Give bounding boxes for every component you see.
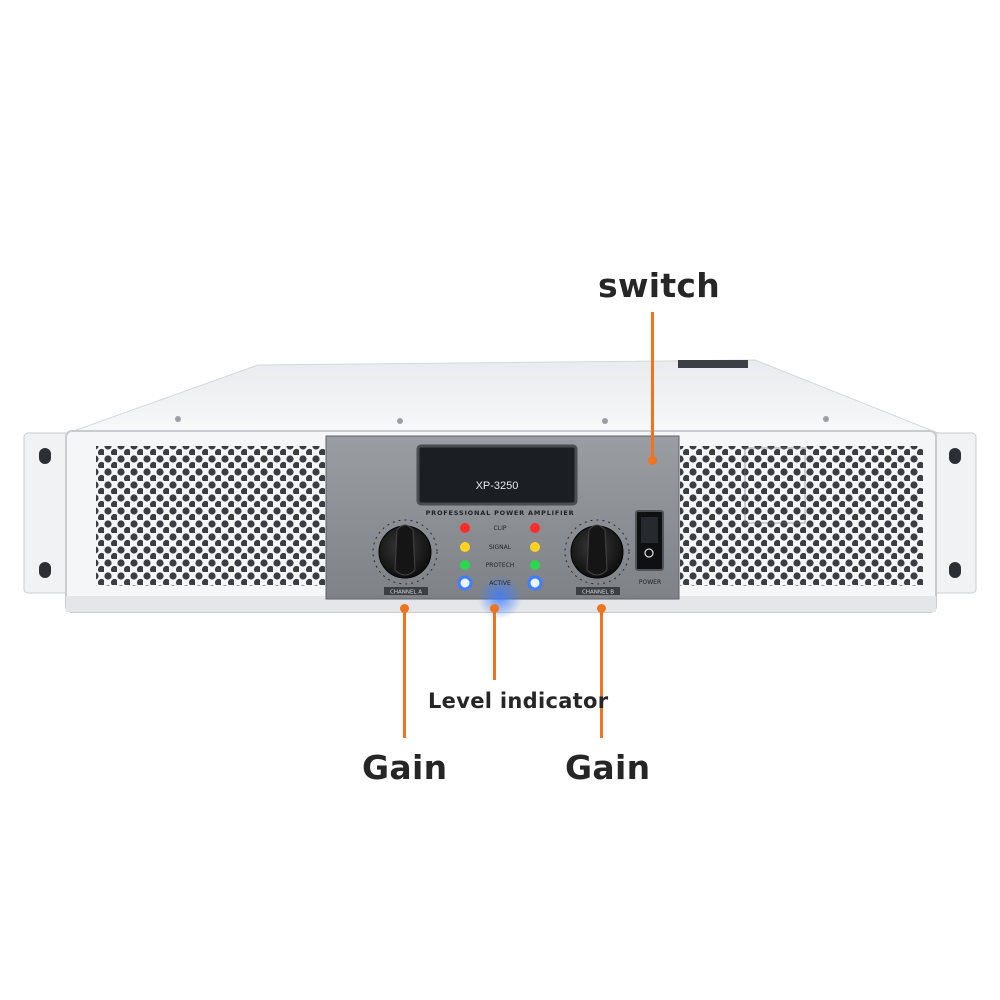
- switch-callout-label: switch: [598, 266, 721, 305]
- indicator-label-clip: CLIP: [494, 525, 507, 532]
- gain-left-leader-line: [403, 608, 406, 738]
- panel-title: PROFESSIONAL POWER AMPLIFIER: [426, 509, 575, 517]
- gain-right-callout-label: Gain: [565, 748, 651, 787]
- switch-leader-line: [651, 312, 654, 460]
- chassis-top: [67, 359, 939, 434]
- channel-a-label: CHANNEL A: [390, 590, 422, 596]
- led-clip-a: [460, 523, 470, 533]
- gain-knob-left[interactable]: [372, 519, 438, 585]
- level-indicator-callout-label: Level indicator: [428, 689, 609, 713]
- gain-left-callout-label: Gain: [362, 748, 448, 787]
- led-protect-b: [530, 560, 540, 570]
- level-leader-dot: [490, 604, 499, 613]
- level-leader-line: [493, 608, 496, 680]
- led-active-a: [457, 575, 473, 591]
- channel-b-label: CHANNEL B: [582, 590, 614, 596]
- gain-right-leader-dot: [597, 604, 606, 613]
- model-display: [416, 444, 578, 506]
- indicator-label-signal: SIGNAL: [489, 544, 512, 551]
- level-indicators: CLIP SIGNAL PROTECH ACTIVE: [457, 523, 543, 619]
- switch-leader-dot: [648, 456, 657, 465]
- model-text: XP-3250: [476, 480, 519, 492]
- led-active-b: [527, 575, 543, 591]
- gain-knob-right[interactable]: [564, 519, 630, 585]
- led-protect-a: [460, 560, 470, 570]
- gain-right-leader-line: [600, 608, 603, 738]
- vent-grille-right: [680, 446, 923, 586]
- indicator-label-active: ACTIVE: [489, 580, 511, 587]
- power-switch[interactable]: [635, 510, 664, 571]
- top-label-plate: [678, 360, 748, 368]
- led-signal-a: [460, 542, 470, 552]
- led-clip-b: [530, 523, 540, 533]
- vent-grille-left: [96, 446, 326, 586]
- chassis-screws: [175, 416, 829, 424]
- gain-left-leader-dot: [400, 604, 409, 613]
- indicator-label-protect: PROTECH: [486, 562, 515, 569]
- led-signal-b: [530, 542, 540, 552]
- power-label: POWER: [639, 579, 661, 586]
